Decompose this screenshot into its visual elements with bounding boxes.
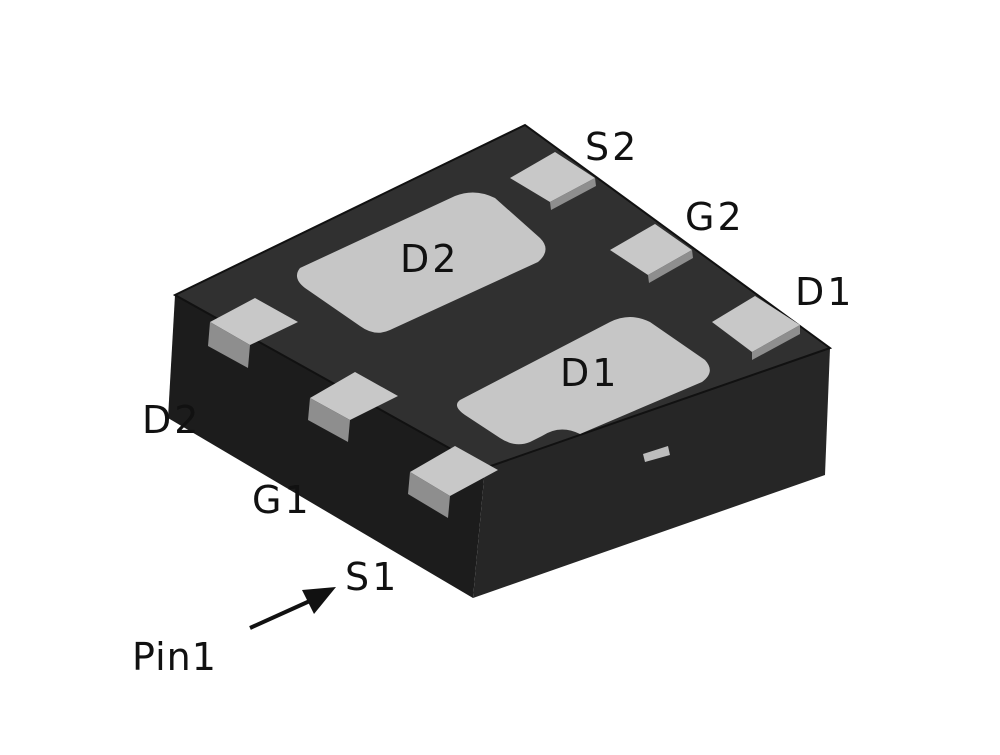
pin1-label: Pin1 [132, 635, 217, 679]
pin-label-g1: G1 [252, 478, 312, 522]
pin-label-g2: G2 [685, 195, 745, 239]
package-right-face [473, 348, 830, 598]
pin-pad-g2 [610, 224, 692, 275]
pin-label-d2: D2 [142, 398, 202, 442]
pin1-marker [643, 446, 670, 462]
pin-pad-s1 [410, 446, 498, 496]
pin1-arrow-line [249, 598, 313, 630]
pad-label-d1: D1 [560, 351, 619, 395]
pin-pad-g2-side [648, 250, 693, 283]
exposed-pad-d1 [456, 317, 710, 445]
package-front-face [168, 295, 485, 598]
pin-pad-d1 [712, 296, 800, 352]
pin-label-s1: S1 [345, 555, 400, 599]
exposed-pad-d2 [296, 192, 546, 333]
pin-pad-d1-side [752, 325, 800, 360]
pin-label-s2: S2 [585, 125, 640, 169]
pin-pad-s2 [510, 152, 595, 202]
pin1-arrow-head [302, 587, 336, 614]
pin-pad-g1 [310, 372, 398, 420]
pin-label-d1: D1 [795, 270, 855, 314]
pin-pad-s2-side [550, 178, 596, 210]
pin-pad-g1-side [308, 398, 350, 442]
pad-label-d2: D2 [400, 237, 459, 281]
pin-pad-d2 [210, 298, 298, 345]
pin-pad-s1-side [408, 472, 450, 518]
pin-pad-d2-side [208, 322, 250, 368]
